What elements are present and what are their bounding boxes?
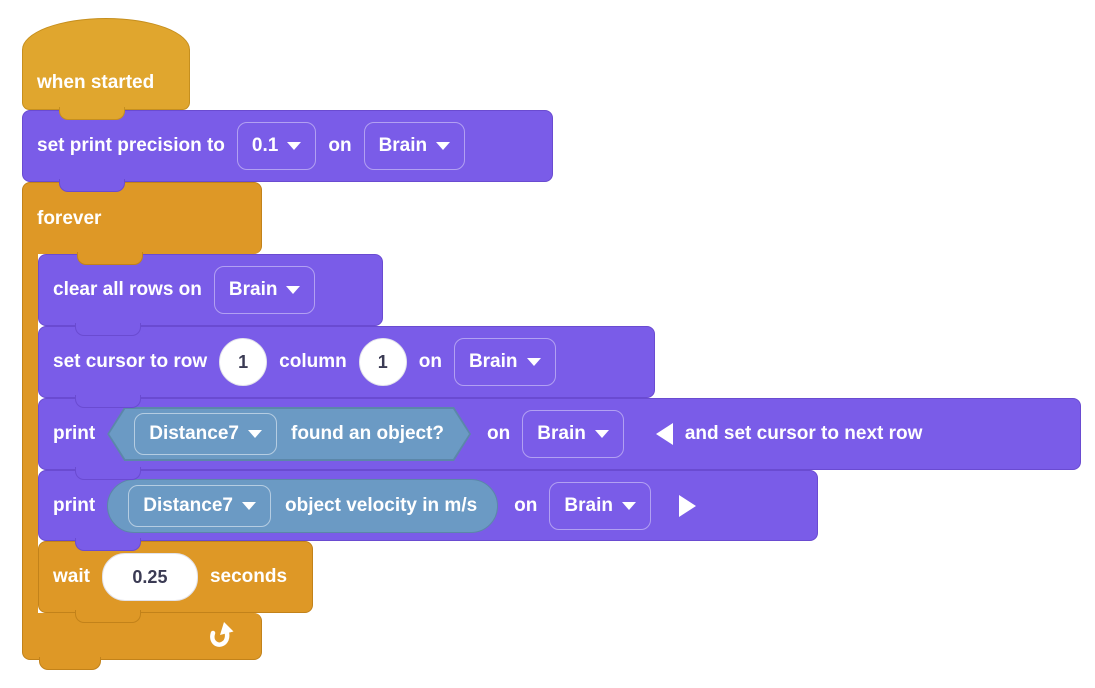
print-condition-block[interactable]: print Distance7 found an object? on Brai… <box>38 398 1081 480</box>
device-dropdown[interactable]: Brain <box>522 410 624 458</box>
collapsed-suffix-label: and set cursor to next row <box>684 423 923 444</box>
device-value: Brain <box>537 423 586 444</box>
forever-label: forever <box>37 207 102 229</box>
print-reporter-block[interactable]: print Distance7 object velocity in m/s o… <box>38 470 818 551</box>
connector-tab <box>75 395 141 408</box>
precision-value: 0.1 <box>251 135 279 156</box>
device-value: Brain <box>228 279 278 300</box>
sensor-dropdown[interactable]: Distance7 <box>134 413 277 455</box>
device-value: Brain <box>378 135 428 156</box>
dropdown-caret-icon <box>436 142 451 150</box>
when-started-label: when started <box>37 72 155 93</box>
seconds-label: seconds <box>209 566 288 587</box>
duration-input[interactable]: 0.25 <box>101 553 198 601</box>
dropdown-caret-icon <box>594 430 609 438</box>
connector-tab <box>75 323 141 336</box>
dropdown-caret-icon <box>248 430 262 438</box>
column-number-input[interactable]: 1 <box>358 338 407 386</box>
connector-tab <box>77 252 143 265</box>
collapse-toggle-icon[interactable] <box>655 423 673 445</box>
on-label: on <box>328 135 352 156</box>
on-label: on <box>487 423 511 444</box>
column-label: column <box>279 351 347 372</box>
print-label: print <box>53 423 96 444</box>
row-number-input[interactable]: 1 <box>219 338 268 386</box>
wait-block[interactable]: wait 0.25 seconds <box>38 541 313 623</box>
connector-tab <box>75 610 141 623</box>
device-dropdown[interactable]: Brain <box>363 122 466 170</box>
set-cursor-row-label: set cursor to row <box>53 351 208 372</box>
device-dropdown[interactable]: Brain <box>453 338 556 386</box>
object-velocity-reporter-block[interactable]: Distance7 object velocity in m/s <box>107 478 499 533</box>
connector-tab <box>39 657 101 670</box>
precision-dropdown[interactable]: 0.1 <box>236 122 317 170</box>
sensor-value: Distance7 <box>143 494 233 516</box>
dropdown-caret-icon <box>526 358 541 366</box>
forever-loop-spine <box>22 253 38 614</box>
set-print-precision-block[interactable]: set print precision to 0.1 on Brain <box>22 110 553 192</box>
forever-block[interactable]: forever <box>22 182 262 265</box>
loop-arrow-icon <box>210 622 234 647</box>
wait-label: wait <box>53 566 90 587</box>
sensor-value: Distance7 <box>149 423 239 444</box>
print-label: print <box>53 494 96 516</box>
device-value: Brain <box>468 351 518 372</box>
on-label: on <box>514 494 538 516</box>
on-label: on <box>418 351 442 372</box>
clear-all-rows-block[interactable]: clear all rows on Brain <box>38 254 383 336</box>
dropdown-caret-icon <box>621 501 636 510</box>
found-an-object-boolean-block[interactable]: Distance7 found an object? <box>107 407 471 461</box>
connector-tab <box>59 107 125 120</box>
device-dropdown[interactable]: Brain <box>549 481 651 530</box>
device-value: Brain <box>564 494 613 516</box>
set-cursor-block[interactable]: set cursor to row 1 column 1 on Brain <box>38 326 655 408</box>
sensor-dropdown[interactable]: Distance7 <box>128 484 271 527</box>
connector-tab <box>75 538 141 551</box>
expand-toggle-icon[interactable] <box>678 494 696 517</box>
object-velocity-label: object velocity in m/s <box>285 494 478 516</box>
hexagon-fill <box>109 409 469 459</box>
forever-block-bottom[interactable] <box>22 613 262 670</box>
dropdown-caret-icon <box>287 142 302 150</box>
when-started-hat-block[interactable]: when started <box>22 18 190 120</box>
clear-all-rows-label: clear all rows on <box>53 279 202 300</box>
connector-tab <box>59 179 125 192</box>
found-an-object-label: found an object? <box>291 423 445 444</box>
connector-tab <box>75 467 141 480</box>
dropdown-caret-icon <box>242 501 256 510</box>
set-print-precision-label: set print precision to <box>37 135 225 156</box>
device-dropdown[interactable]: Brain <box>213 266 316 314</box>
dropdown-caret-icon <box>286 286 301 294</box>
